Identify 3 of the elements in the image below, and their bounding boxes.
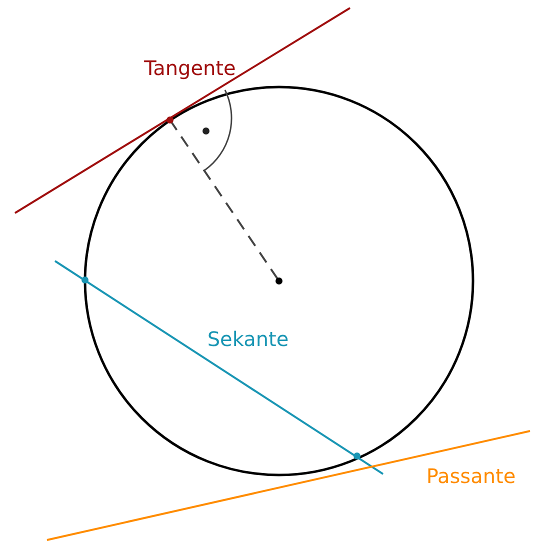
line-label: Sekante <box>207 327 289 351</box>
line-label: Passante <box>426 464 516 488</box>
line-label: Tangente <box>144 56 236 80</box>
